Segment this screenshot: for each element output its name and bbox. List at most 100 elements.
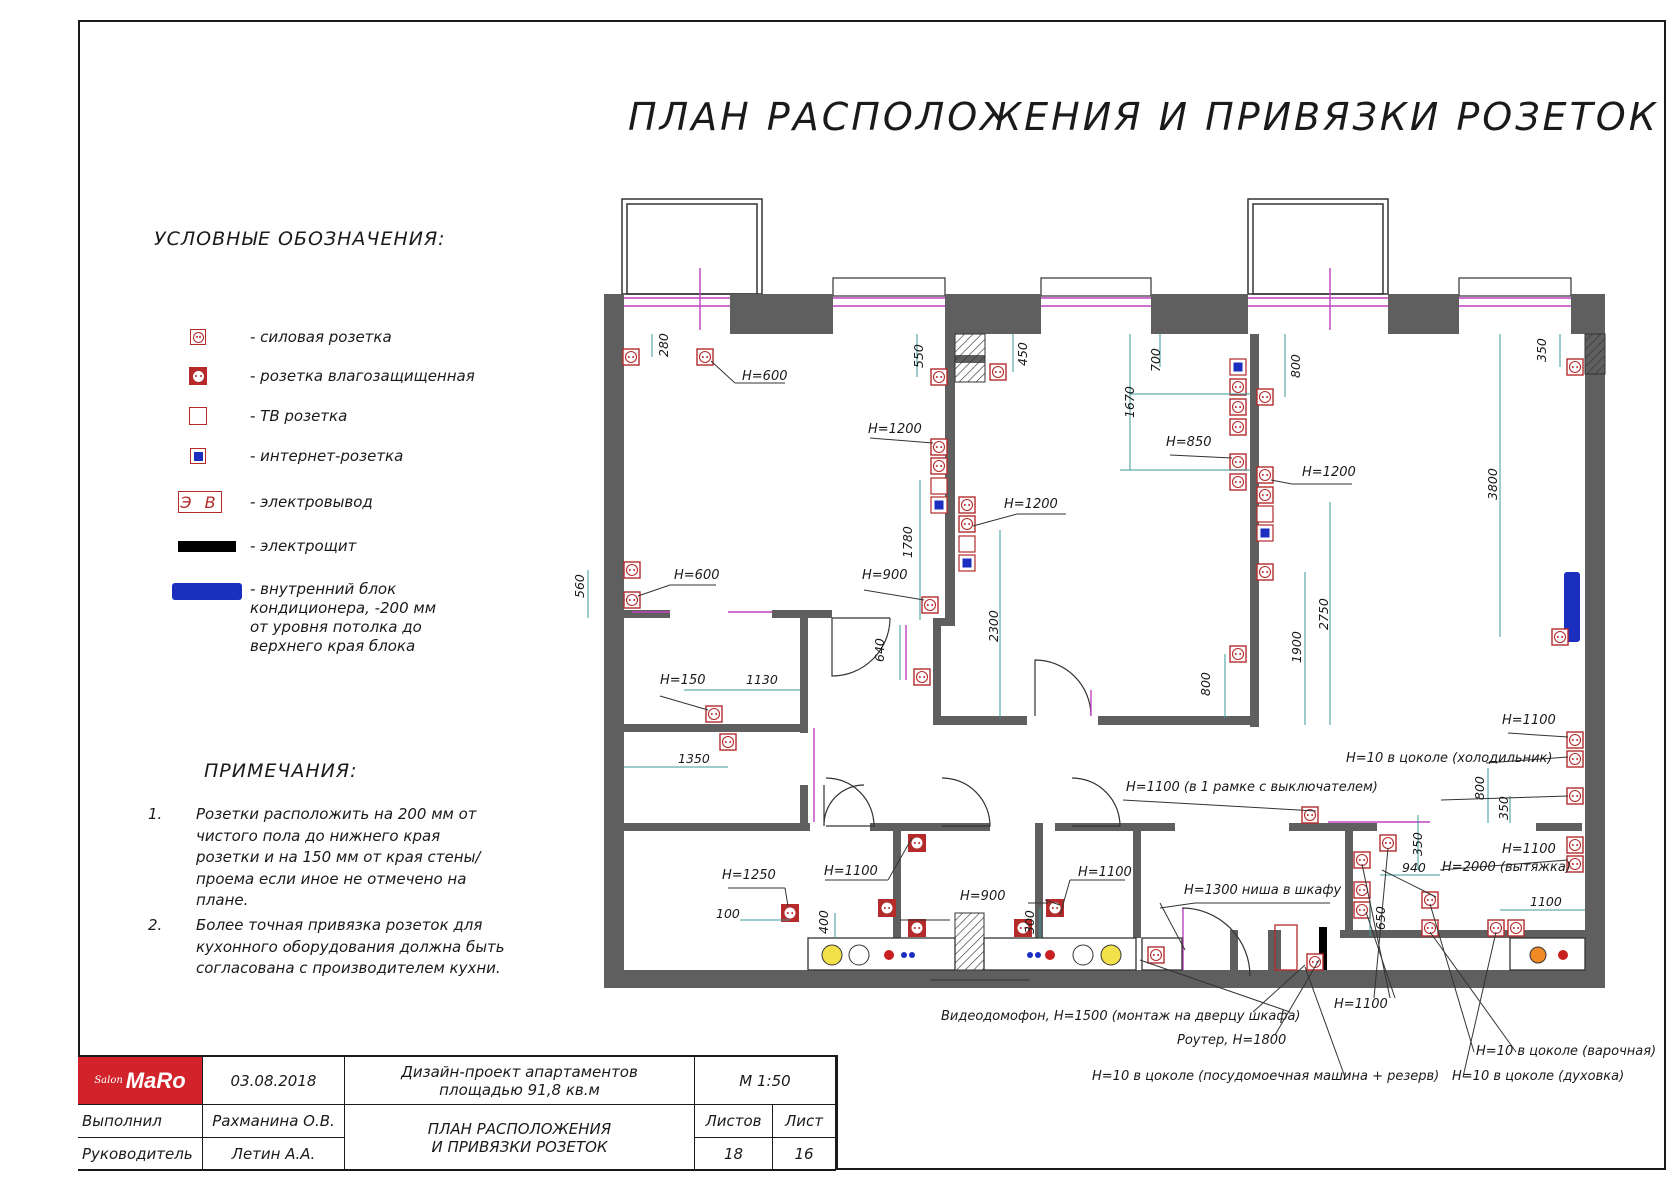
electrical-panel-icon — [178, 540, 236, 552]
exterior-walls — [604, 294, 1605, 988]
drawing-sheet-frame — [78, 20, 1666, 1170]
label-h1200-c: H=1200 — [1302, 465, 1356, 480]
doors — [823, 617, 1251, 977]
legend-item-power-socket: - силовая розетка — [170, 323, 470, 351]
electrical-outlet-icon: Э В — [178, 491, 222, 513]
dim-1350: 1350 — [678, 751, 710, 766]
leader-lines — [637, 360, 1569, 1078]
dim-940: 940 — [1402, 860, 1426, 875]
dim-1670: 1670 — [1122, 386, 1137, 418]
stamp-performed-label: Выполнил — [78, 1105, 203, 1138]
note-number: 1. — [148, 805, 163, 823]
dim-2750: 2750 — [1316, 598, 1331, 630]
dim-700: 700 — [1148, 348, 1163, 372]
label-h10-dishwasher: H=10 в цоколе (посудомоечная машина + ре… — [1092, 1069, 1439, 1084]
label-h1200-a: H=1200 — [868, 422, 922, 437]
legend-item-tv-socket: - ТВ розетка — [170, 402, 470, 430]
label-h150: H=150 — [660, 673, 705, 688]
stamp-project: Дизайн-проект апартаментов площадью 91,8… — [345, 1057, 695, 1105]
interior-walls — [624, 334, 1585, 970]
stamp-sheets-label: Листов — [695, 1105, 773, 1138]
label-h1100-d: H=1100 — [1078, 865, 1132, 880]
legend-label: - электрощит — [250, 536, 357, 555]
legend-item-electrical-outlet: Э В - электровывод — [170, 488, 470, 516]
dim-2300: 2300 — [986, 610, 1001, 642]
stamp-scale: M 1:50 — [695, 1057, 836, 1105]
dim-100: 100 — [716, 906, 740, 921]
label-h1100-a: H=1100 — [1502, 713, 1556, 728]
label-h850: H=850 — [1166, 435, 1211, 450]
dim-800c: 800 — [1472, 776, 1487, 800]
stamp-head-label: Руководитель — [78, 1138, 203, 1171]
windows — [624, 268, 1571, 970]
note-text: Розетки расположить на 200 мм от чистого… — [196, 805, 481, 909]
power-socket-icon — [190, 329, 206, 345]
door-openings — [632, 611, 1430, 823]
electrical-outlet-box — [1274, 924, 1298, 971]
logo-big-text: MaRo — [125, 1067, 186, 1093]
label-h900-a: H=900 — [862, 568, 907, 583]
balcony-right — [1247, 198, 1389, 295]
stamp-sheets-value: 18 — [695, 1138, 773, 1171]
dim-550: 550 — [911, 344, 926, 368]
waterproof-socket-icon — [189, 367, 207, 385]
label-h10-hob: H=10 в цоколе (варочная) — [1476, 1044, 1656, 1059]
label-h10-oven: H=10 в цоколе (духовка) — [1452, 1069, 1624, 1084]
label-h1100-c: H=1100 — [824, 864, 878, 879]
internet-socket-icon — [190, 448, 206, 464]
dim-800b: 800 — [1198, 672, 1213, 696]
label-h1100-b: H=1100 — [1502, 842, 1556, 857]
dimension-lines — [587, 334, 1585, 938]
dim-800a: 800 — [1288, 354, 1303, 378]
tv-socket-icon — [189, 407, 207, 425]
dim-560: 560 — [572, 574, 587, 598]
dim-350b: 350 — [1496, 796, 1511, 820]
dim-350a: 350 — [1534, 338, 1549, 362]
dim-640: 640 — [872, 638, 887, 662]
stamp-date: 03.08.2018 — [203, 1057, 345, 1105]
stamp-sheet-label: Лист — [773, 1105, 836, 1138]
legend-item-electrical-panel: - электрощит — [170, 532, 470, 560]
balcony-left — [621, 198, 763, 295]
label-h900-b: H=900 — [960, 889, 1005, 904]
stamp-sheet-value: 16 — [773, 1138, 836, 1171]
counter-fixtures — [821, 944, 1568, 966]
dim-280: 280 — [656, 333, 671, 357]
label-videophone: Видеодомофон, H=1500 (монтаж на дверцу ш… — [941, 1009, 1300, 1024]
label-h2000-hood: H=2000 (вытяжка) — [1442, 860, 1571, 875]
dim-450: 450 — [1015, 342, 1030, 366]
legend-label: - ТВ розетка — [250, 406, 348, 425]
dim-400: 400 — [816, 910, 831, 934]
dim-350c: 350 — [1410, 832, 1425, 856]
label-h1300-niche: H=1300 ниша в шкафу — [1184, 883, 1341, 898]
note-number: 2. — [148, 916, 163, 934]
hatched-columns — [954, 333, 1606, 971]
notes-heading: ПРИМЕЧАНИЯ: — [204, 760, 358, 782]
dim-650: 650 — [1373, 906, 1388, 930]
counters — [807, 937, 1586, 971]
dim-1780: 1780 — [900, 526, 915, 558]
title-block: Salon MaRo 03.08.2018 Дизайн-проект апар… — [78, 1055, 838, 1171]
tv-sockets — [930, 477, 1274, 553]
dim-1100: 1100 — [1530, 894, 1562, 909]
stamp-head-name: Летин А.А. — [203, 1138, 345, 1171]
label-h1250: H=1250 — [722, 868, 776, 883]
legend-label: - электровывод — [250, 492, 373, 511]
legend-label: - розетка влагозащищенная — [250, 366, 475, 385]
stamp-sheet-title: ПЛАН РАСПОЛОЖЕНИЯ И ПРИВЯЗКИ РОЗЕТОК — [345, 1105, 695, 1171]
legend-heading: УСЛОВНЫЕ ОБОЗНАЧЕНИЯ: — [154, 228, 446, 250]
dim-3800: 3800 — [1485, 468, 1500, 500]
ac-indoor-unit-icon — [172, 583, 242, 600]
internet-sockets — [930, 358, 1274, 572]
label-h1100-bottom: H=1100 — [1334, 997, 1388, 1012]
legend-label: - силовая розетка — [250, 327, 392, 346]
label-h1200-b: H=1200 — [1004, 497, 1058, 512]
legend-item-ac-unit: - внутренний блок кондиционера, -200 мм … — [170, 580, 440, 670]
note-text: Более точная привязка розеток для кухонн… — [196, 916, 505, 977]
company-logo: Salon MaRo — [78, 1057, 203, 1105]
note-item: 1. Розетки расположить на 200 мм от чист… — [148, 804, 506, 912]
label-router: Роутер, H=1800 — [1177, 1033, 1286, 1048]
dim-300: 300 — [1022, 910, 1037, 934]
ac-indoor-unit — [1564, 572, 1580, 642]
